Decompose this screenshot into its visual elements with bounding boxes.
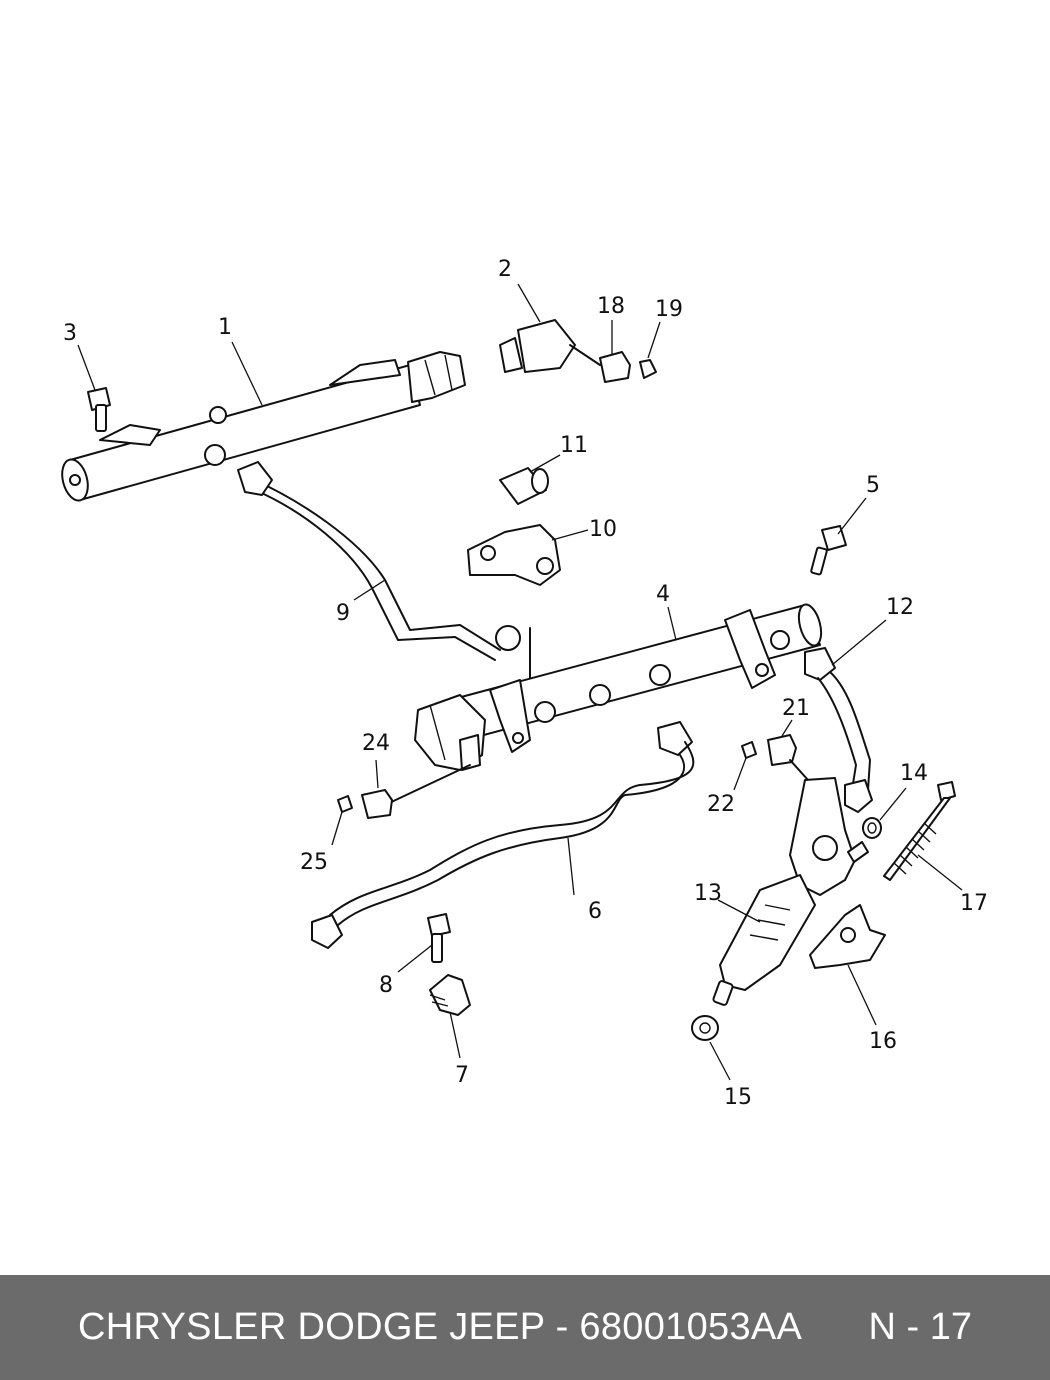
callout-1: 1 xyxy=(218,315,232,340)
clip-19 xyxy=(639,359,657,379)
callout-25: 25 xyxy=(300,850,328,875)
callout-11: 11 xyxy=(560,433,588,458)
washer-15 xyxy=(691,1015,719,1041)
callout-14: 14 xyxy=(900,761,928,786)
callout-15: 15 xyxy=(724,1085,752,1110)
callout-16: 16 xyxy=(869,1029,897,1054)
parts-diagram: 1 2 3 4 5 6 7 8 9 10 11 12 13 14 15 16 1… xyxy=(61,257,988,1110)
callout-13: 13 xyxy=(694,881,722,906)
callout-9: 9 xyxy=(336,601,350,626)
injector-13 xyxy=(712,777,869,1006)
callout-8: 8 xyxy=(379,973,393,998)
callout-19: 19 xyxy=(655,297,683,322)
callout-17: 17 xyxy=(960,891,988,916)
connector-21 xyxy=(767,734,809,781)
fuel-rail-upper xyxy=(61,351,466,502)
connector-18 xyxy=(599,351,631,383)
connector-24 xyxy=(361,789,393,819)
callout-18: 18 xyxy=(597,294,625,319)
fuel-line-6 xyxy=(311,721,695,949)
callout-21: 21 xyxy=(782,696,810,721)
bolt-5 xyxy=(810,525,847,576)
callout-22: 22 xyxy=(707,792,735,817)
injector-line-12 xyxy=(804,647,873,813)
callout-7: 7 xyxy=(455,1063,469,1088)
callout-4: 4 xyxy=(656,582,670,607)
stud-bolt-17 xyxy=(883,781,956,881)
footer-title: CHRYSLER DODGE JEEP - 68001053AA xyxy=(78,1306,803,1348)
callout-24: 24 xyxy=(362,731,390,756)
leader-lines xyxy=(77,283,963,1081)
callout-6: 6 xyxy=(588,899,602,924)
bracket-10 xyxy=(467,524,561,586)
callout-10: 10 xyxy=(589,517,617,542)
bolt-3 xyxy=(87,387,111,432)
seal-ring-14 xyxy=(862,817,882,839)
callout-12: 12 xyxy=(886,595,914,620)
callout-3: 3 xyxy=(63,321,77,346)
clamp-16 xyxy=(809,904,886,969)
page-number: N - 17 xyxy=(868,1306,972,1348)
sleeve-11 xyxy=(499,467,549,505)
pressure-sensor xyxy=(499,319,601,373)
fuel-rail-lower xyxy=(384,603,823,806)
callout-2: 2 xyxy=(498,257,512,282)
clip-7 xyxy=(429,974,471,1016)
callout-5: 5 xyxy=(866,473,880,498)
clip-22 xyxy=(741,741,757,759)
footer-bar: CHRYSLER DODGE JEEP - 68001053AA N - 17 xyxy=(0,1275,1050,1380)
clip-25 xyxy=(337,795,353,813)
callout-labels: 1 2 3 4 5 6 7 8 9 10 11 12 13 14 15 16 1… xyxy=(63,257,988,1110)
bolt-8 xyxy=(427,913,451,963)
